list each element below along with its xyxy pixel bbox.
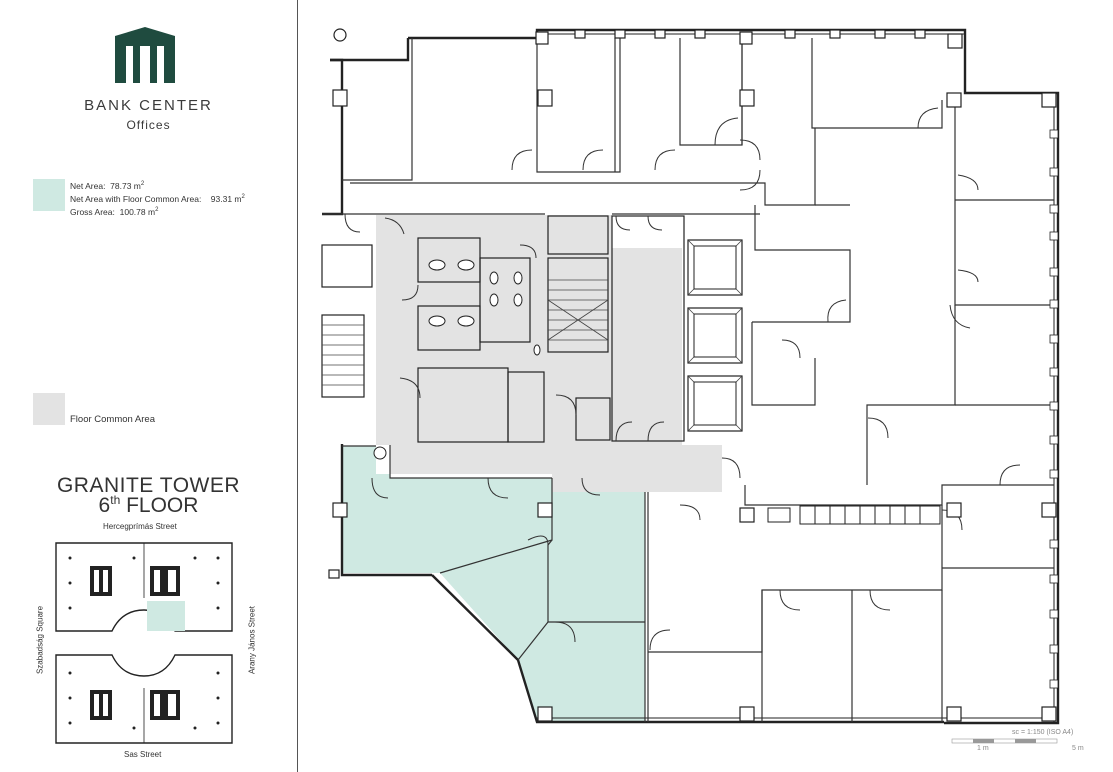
office-net-area: [342, 446, 645, 722]
floor-common-area: [376, 215, 722, 492]
street-east: Arany János Street: [247, 605, 257, 675]
street-west: Szabadság Square: [35, 605, 45, 675]
bank-center-logo-icon: [115, 27, 175, 83]
net-area-label: Net Area:: [70, 180, 106, 191]
sidebar: BANK CENTER Offices Net Area: 78.73 m2 N…: [0, 0, 298, 772]
floor-number: 6: [98, 494, 111, 517]
scale-left-label: 1 m: [977, 745, 989, 752]
floor-suffix: th: [110, 493, 121, 507]
site-plan-minimap: [55, 542, 233, 744]
brand-subtitle: Offices: [126, 118, 171, 132]
street-north: Hercegprímás Street: [103, 522, 177, 531]
floor-plan: [321, 28, 1060, 744]
net-area-value: 78.73 m: [110, 180, 141, 191]
common-area-legend: Floor Common Area: [70, 414, 156, 425]
unit-superscript: 2: [155, 206, 159, 213]
floor-word: FLOOR: [126, 494, 199, 517]
common-area-swatch: [33, 393, 65, 425]
common-area-value: 93.31 m: [210, 193, 242, 204]
area-legend: Net Area: 78.73 m2 Net Area with Floor C…: [70, 179, 245, 217]
office-area-swatch: [33, 179, 65, 211]
unit-superscript: 2: [140, 181, 145, 187]
brand-title: BANK CENTER: [84, 97, 213, 114]
scale-bar: [951, 738, 1058, 744]
floor-title: 6th FLOOR: [0, 493, 297, 518]
gross-area-value: 100.78 m: [119, 206, 156, 217]
street-south: Sas Street: [124, 750, 162, 759]
scale-right-label: 5 m: [1072, 745, 1084, 752]
common-area-label: Net Area with Floor Common Area:: [70, 193, 202, 204]
building-name: GRANITE TOWER: [56, 474, 241, 497]
scale-text: sc = 1:150 (ISO A4): [1012, 729, 1074, 736]
unit-superscript: 2: [241, 193, 245, 200]
north-marker-icon: [333, 28, 347, 42]
gross-area-label: Gross Area:: [70, 206, 115, 217]
